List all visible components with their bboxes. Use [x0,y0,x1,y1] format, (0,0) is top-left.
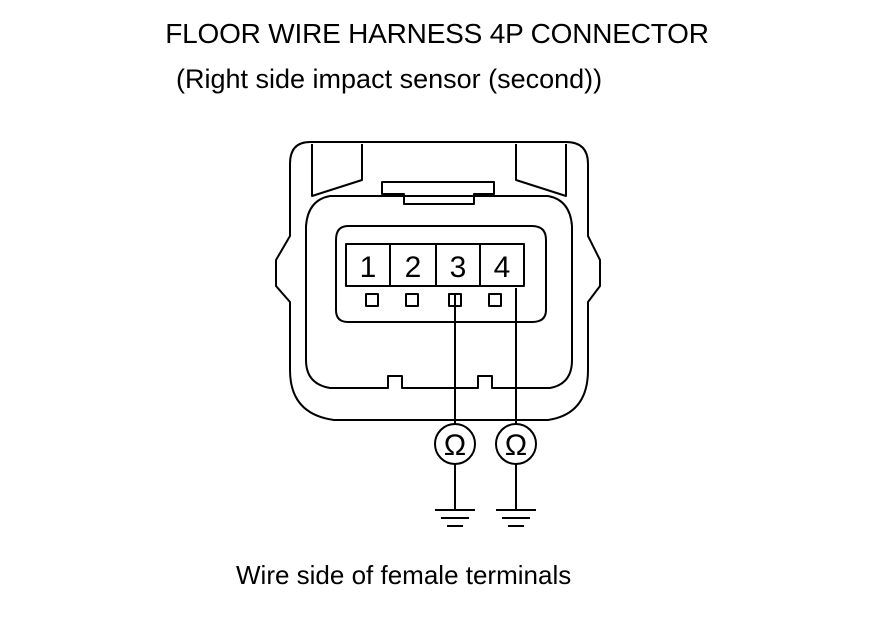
ohmmeter-symbol: Ω [505,429,527,462]
right-latch [515,144,567,197]
diagram-subtitle: (Right side impact sensor (second)) [176,64,603,94]
terminal-1-label: 1 [360,251,377,284]
ground-icon [496,509,536,527]
connector-housing [275,141,601,421]
diagram-caption: Wire side of female terminals [236,560,572,590]
connector-inner-body [305,195,573,389]
terminal-3-label: 3 [450,251,467,284]
terminal-face [335,225,547,323]
ohmmeter-symbol: Ω [444,429,466,462]
terminal-cells [345,243,525,287]
top-lock-tab [381,181,495,205]
terminal-4-label: 4 [494,251,511,284]
terminal-holes [365,293,502,307]
terminal-2-label: 2 [405,251,422,284]
left-latch [311,144,363,197]
diagram-title: FLOOR WIRE HARNESS 4P CONNECTOR [165,18,709,49]
ground-icon [435,509,475,527]
